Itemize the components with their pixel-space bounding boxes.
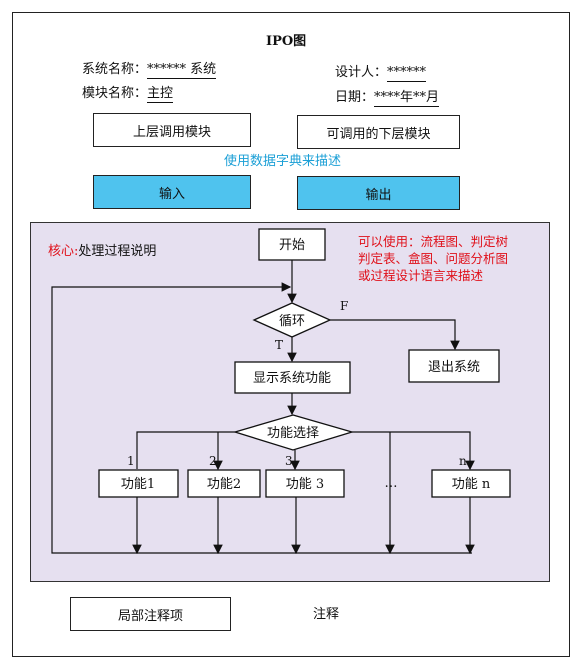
start-node — [258, 228, 326, 261]
display-label: 显示系统功能 — [253, 371, 331, 386]
input-box: 输入 — [93, 175, 251, 209]
notes-label: 注释 — [313, 607, 340, 622]
data-dictionary-note: 使用数据字典来描述 — [224, 154, 342, 169]
func3-label: 功能 3 — [286, 477, 324, 492]
edge-return-loop — [51, 282, 292, 554]
edge-select-left-branch — [136, 431, 235, 469]
exit-label: 退出系统 — [428, 360, 480, 375]
funcn-label: 功能 n — [452, 477, 491, 492]
system-name-row: 系统名称：****** 系统 — [82, 62, 217, 79]
designer-value: ****** — [387, 65, 427, 82]
func2-node — [187, 469, 261, 498]
core-label-prefix: 核心: — [48, 244, 79, 259]
upper-module-label: 上层调用模块 — [132, 124, 211, 140]
false-label: F — [340, 299, 348, 313]
core-process-area — [30, 222, 550, 582]
upper-module-box: 上层调用模块 — [93, 113, 251, 147]
output-label: 输出 — [365, 187, 392, 203]
exit-node — [408, 349, 500, 383]
designer-label: 设计人： — [335, 65, 388, 80]
funcn-node — [431, 469, 511, 498]
core-label: 核心:处理过程说明 — [48, 244, 156, 260]
edge-select-right-branch — [352, 431, 475, 471]
func1-label: 功能1 — [121, 477, 155, 492]
date-value: ****年**月 — [374, 90, 440, 107]
ipo-frame — [12, 12, 570, 657]
output-box: 输出 — [297, 176, 460, 210]
branch-label-3: 3 — [285, 454, 293, 468]
designer-row: 设计人：****** — [335, 65, 427, 82]
select-label: 功能选择 — [267, 426, 319, 441]
loop-decision — [252, 302, 332, 338]
module-name-label: 模块名称： — [82, 86, 148, 101]
start-label: 开始 — [279, 238, 305, 253]
module-name-value: 主控 — [147, 86, 174, 103]
func2-label: 功能2 — [207, 477, 241, 492]
tools-note-line-3: 或过程设计语言来描述 — [358, 268, 484, 283]
loop-label: 循环 — [279, 314, 305, 329]
branch-label-n: n — [459, 454, 467, 468]
core-label-text: 处理过程说明 — [78, 244, 157, 259]
system-name-label: 系统名称： — [82, 62, 148, 77]
func3-node — [265, 469, 345, 498]
branch-label-1: 1 — [127, 454, 135, 468]
local-notes-label: 局部注释项 — [117, 608, 183, 624]
select-decision — [232, 414, 355, 451]
tools-note-line-1: 可以使用：流程图、判定树 — [358, 234, 509, 249]
date-row: 日期：****年**月 — [335, 90, 440, 107]
branch-label-2: 2 — [209, 454, 217, 468]
module-name-row: 模块名称：主控 — [82, 86, 174, 103]
lower-module-box: 可调用的下层模块 — [297, 115, 460, 149]
tools-note-line-2: 判定表、盒图、问题分析图 — [358, 251, 509, 266]
true-label: T — [275, 338, 283, 352]
func1-node — [98, 469, 179, 498]
date-label: 日期： — [335, 90, 375, 105]
lower-module-label: 可调用的下层模块 — [326, 126, 431, 142]
display-node — [234, 361, 351, 394]
system-name-value: ****** 系统 — [147, 62, 217, 79]
ellipsis-label: … — [385, 476, 398, 491]
edge-loop-false — [330, 319, 460, 351]
local-notes-box: 局部注释项 — [70, 597, 231, 631]
input-label: 输入 — [158, 186, 185, 202]
diagram-title: IPO图 — [266, 34, 307, 49]
